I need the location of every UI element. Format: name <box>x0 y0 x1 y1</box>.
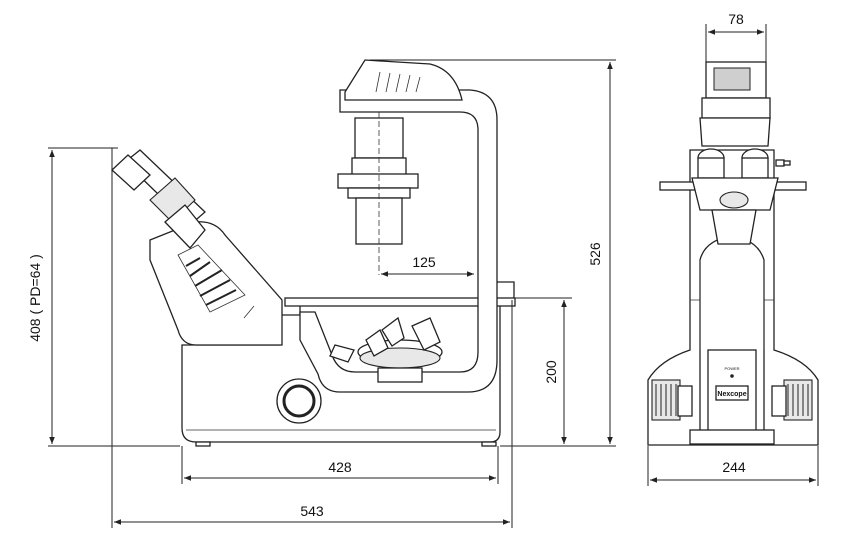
dim-front-top-width: 78 <box>728 11 744 27</box>
dim-front-base-width: 244 <box>722 459 746 475</box>
dim-total-height: 526 <box>587 242 603 266</box>
dim-height-side: 408 ( PD=64 ) <box>27 254 43 342</box>
front-dimensions: 78 244 <box>647 11 819 486</box>
side-view <box>111 59 516 447</box>
brand-label: Nexcope <box>717 391 746 398</box>
dim-width-base: 428 <box>328 459 352 475</box>
dim-width-overall: 543 <box>300 503 324 519</box>
side-dimensions: 408 ( PD=64 ) 543 428 200 526 125 <box>27 59 616 528</box>
front-view: Nexcope POWER <box>647 61 819 446</box>
vent-grille <box>177 244 246 313</box>
dim-arm-offset: 125 <box>412 254 436 270</box>
dim-stage-height: 200 <box>543 360 559 384</box>
power-label: POWER <box>724 366 739 371</box>
